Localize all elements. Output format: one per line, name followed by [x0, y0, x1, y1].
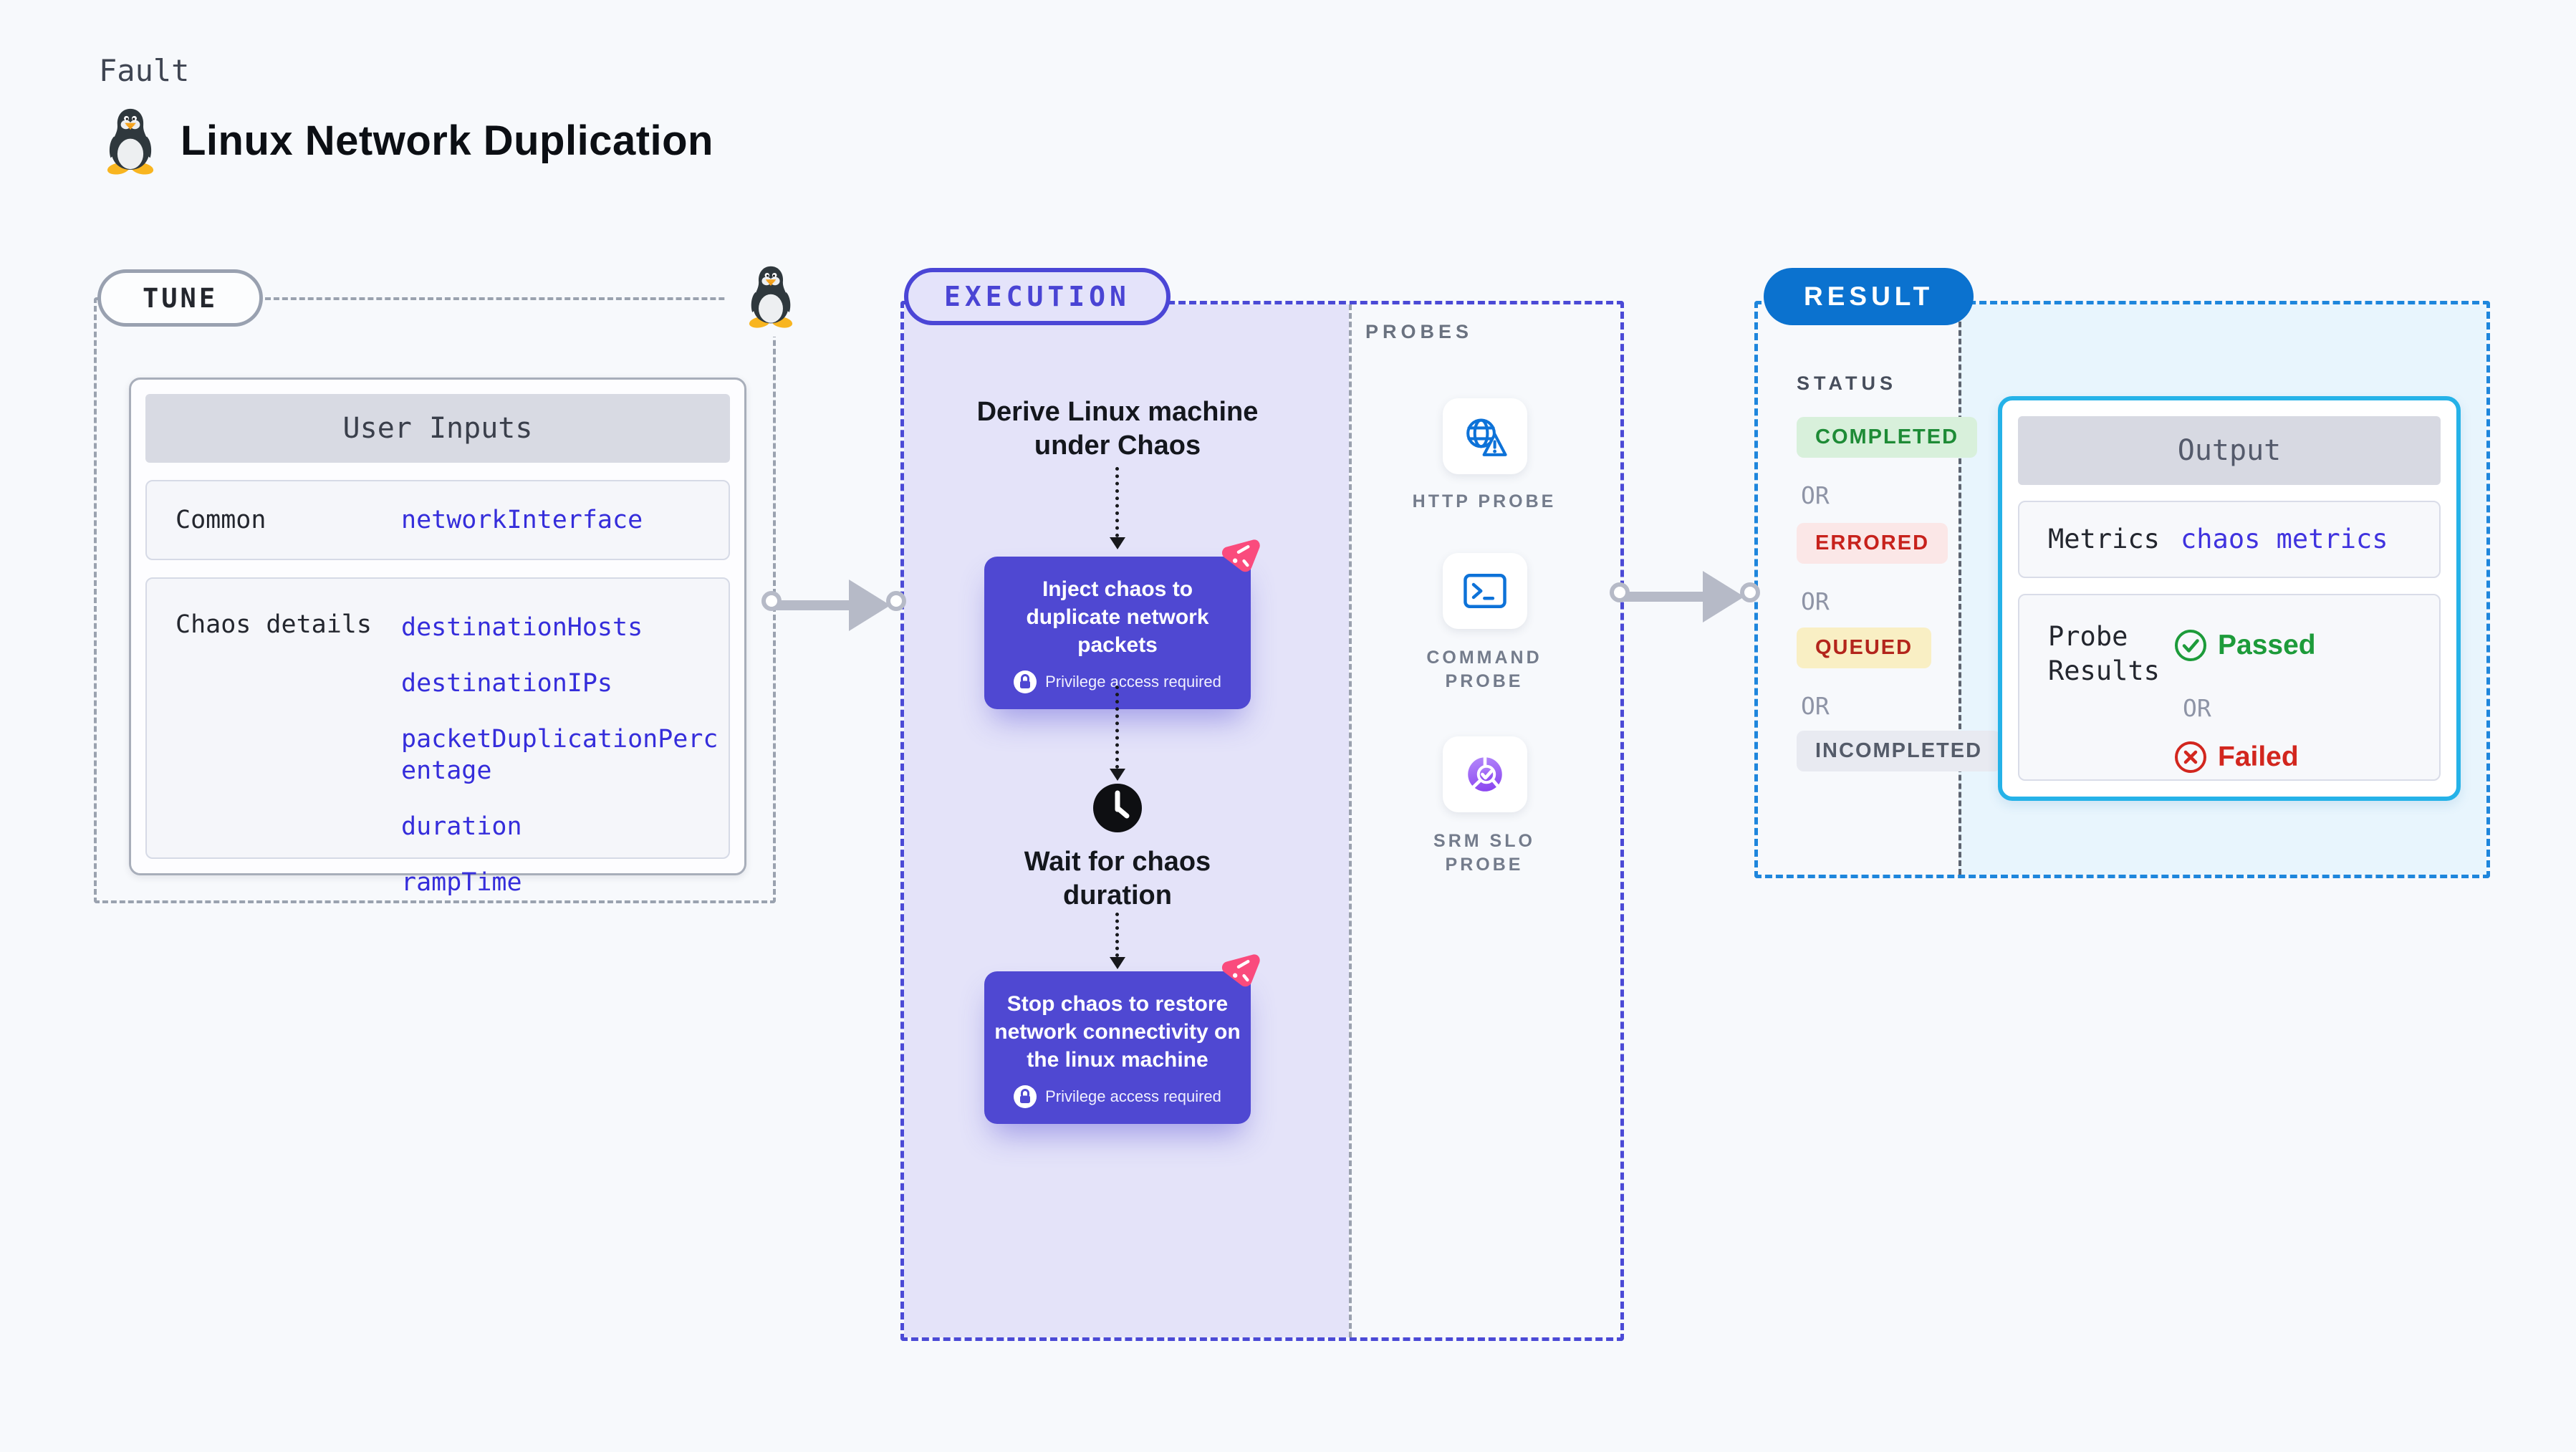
output-card: Output Metrics chaos metrics Probe Resul…: [1998, 396, 2461, 801]
terminal-icon: [1464, 574, 1506, 608]
metrics-row: Metrics chaos metrics: [2018, 501, 2441, 578]
passed-check-icon: [2175, 630, 2206, 661]
passed-label: Passed: [2218, 630, 2316, 660]
flow-arrow-head: [849, 580, 890, 631]
dotted-connector: [1115, 913, 1119, 957]
chaos-node-title: Inject chaos to duplicate network packet…: [1026, 577, 1209, 657]
input-param-link[interactable]: networkInterface: [401, 506, 643, 534]
input-row-label: Chaos details: [176, 610, 372, 639]
probe-card-srm-slo: [1443, 736, 1527, 812]
globe-alert-icon: [1466, 418, 1507, 456]
chaos-metrics-link[interactable]: chaos metrics: [2181, 524, 2388, 554]
status-label: STATUS: [1797, 372, 1897, 394]
status-badge-incompleted: INCOMPLETED: [1797, 731, 2001, 771]
status-badge-queued: QUEUED: [1797, 628, 1932, 668]
probe-card-http: [1443, 398, 1527, 474]
chaos-node-inject: Inject chaos to duplicate network packet…: [984, 539, 1260, 709]
connector-dot: [761, 591, 782, 611]
failed-x-icon: [2175, 741, 2206, 773]
or-separator: OR: [2183, 694, 2211, 722]
input-param-link[interactable]: destinationIPs: [401, 669, 613, 698]
tux-linux-icon: [744, 264, 798, 328]
dotted-connector-arrowhead: [1110, 957, 1125, 969]
probe-results-label: Probe Results: [2048, 621, 2160, 686]
page-title: Linux Network Duplication: [181, 117, 713, 164]
step-derive-label: Derive Linux machine under Chaos: [976, 397, 1259, 461]
status-badge-completed: COMPLETED: [1797, 417, 1978, 458]
dotted-connector: [1115, 467, 1119, 537]
probe-label-command: COMMAND PROBE: [1426, 648, 1542, 691]
privilege-note: Privilege access required: [1045, 1087, 1221, 1105]
chaos-details-values: destinationHosts destinationIPs packetDu…: [401, 612, 721, 898]
harness-chaos-icon: [1221, 954, 1260, 987]
chaos-node-title: Stop chaos to restore network connectivi…: [994, 992, 1241, 1072]
output-header: Output: [2018, 416, 2441, 485]
user-inputs-card: User Inputs Common networkInterface Chao…: [129, 378, 746, 897]
slo-pie-check-icon: [1468, 755, 1502, 792]
privilege-row: Privilege access required: [994, 670, 1241, 693]
input-row-label: Common: [176, 506, 266, 534]
failed-row: Failed: [2173, 740, 2299, 774]
lock-icon: [1014, 1085, 1037, 1108]
dotted-connector-arrowhead: [1110, 769, 1125, 781]
or-separator: OR: [1801, 692, 1830, 720]
dotted-connector: [1115, 686, 1119, 769]
or-separator: OR: [1801, 481, 1830, 509]
connector-dot: [886, 591, 906, 611]
fault-kicker: Fault: [99, 53, 190, 88]
probe-label-srm-slo: SRM SLO PROBE: [1433, 831, 1535, 875]
passed-row: Passed: [2173, 628, 2316, 663]
connector-dot: [1740, 582, 1760, 602]
input-row-chaos-details: Chaos details destinationHosts destinati…: [145, 577, 730, 897]
probe-results-row: Probe Results Passed OR Failed: [2018, 594, 2441, 781]
page-title-row: Linux Network Duplication: [102, 106, 713, 175]
metrics-label: Metrics: [2048, 524, 2160, 554]
input-param-link[interactable]: duration: [401, 812, 522, 841]
privilege-row: Privilege access required: [994, 1085, 1241, 1108]
probes-label: PROBES: [1365, 321, 1474, 342]
step-wait-label: Wait for chaos duration: [1024, 847, 1211, 910]
user-inputs-header: User Inputs: [145, 394, 730, 463]
connector-dot: [1610, 582, 1630, 602]
probe-label-http: HTTP PROBE: [1412, 491, 1557, 511]
chaos-node-stop: Stop chaos to restore network connectivi…: [984, 954, 1260, 1124]
harness-chaos-icon: [1221, 539, 1260, 572]
flow-arrow-head: [1703, 571, 1744, 622]
probes-divider: [1349, 304, 1352, 1337]
execution-pill: EXECUTION: [904, 268, 1171, 325]
input-row-common: Common networkInterface: [145, 480, 730, 560]
tune-corner-tux: [726, 255, 815, 337]
result-pill: RESULT: [1764, 268, 1974, 325]
tux-linux-icon: [102, 106, 159, 175]
clock-icon: [1093, 784, 1142, 832]
privilege-note: Privilege access required: [1045, 673, 1221, 691]
dotted-connector-arrowhead: [1110, 537, 1125, 549]
flow-arrow-line: [776, 600, 853, 610]
input-param-link[interactable]: rampTime: [401, 868, 522, 897]
tune-pill: TUNE: [97, 269, 264, 327]
input-param-link[interactable]: destinationHosts: [401, 613, 643, 642]
flow-arrow-line: [1624, 592, 1704, 602]
lock-icon: [1014, 670, 1037, 693]
status-badge-errored: ERRORED: [1797, 523, 1948, 564]
probe-card-command: [1443, 553, 1527, 629]
failed-label: Failed: [2218, 741, 2299, 772]
input-param-link[interactable]: packetDuplicationPercentage: [401, 725, 719, 785]
or-separator: OR: [1801, 587, 1830, 615]
